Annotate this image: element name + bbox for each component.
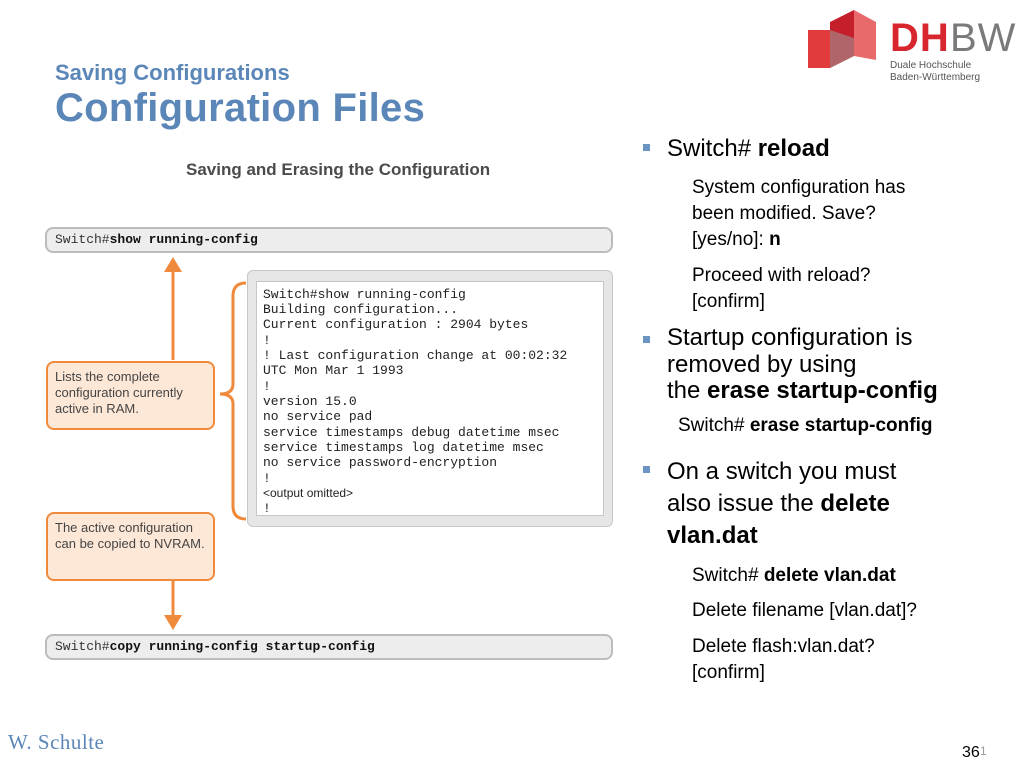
command-bar-copy-running-config: Switch#copy running-config startup-confi… bbox=[45, 634, 613, 660]
page-number-suffix: 1 bbox=[980, 744, 987, 758]
terminal-line: ! bbox=[263, 333, 271, 348]
terminal-line: version 15.0 bbox=[263, 394, 357, 409]
terminal-output: Switch#show running-config Building conf… bbox=[256, 281, 604, 516]
logo-dh-text: DH bbox=[890, 16, 950, 60]
note-copy-to-nvram: The active configuration can be copied t… bbox=[46, 512, 215, 581]
cmd-prompt: Switch# bbox=[55, 232, 110, 247]
bullet-text: the bbox=[667, 377, 708, 404]
reload-line-3: [yes/no]: n bbox=[692, 227, 781, 253]
slide-title: Configuration Files bbox=[55, 86, 426, 130]
terminal-line: ! bbox=[263, 379, 271, 394]
vlan-cmd-bold: delete vlan.dat bbox=[763, 565, 896, 586]
vlan-line-4: Delete filename [vlan.dat]? bbox=[692, 600, 917, 621]
bullet-reload: Switch# reload bbox=[667, 133, 830, 165]
arrow-down-head-icon bbox=[164, 615, 182, 630]
terminal-bracket bbox=[219, 281, 247, 521]
erase-cmd-bold: erase startup-config bbox=[749, 415, 933, 436]
terminal-line: ! bbox=[263, 471, 271, 486]
bullet-square-icon bbox=[643, 144, 650, 151]
bullet-bold: reload bbox=[757, 135, 830, 162]
bullet-bold: delete bbox=[820, 490, 890, 517]
terminal-line: Building configuration... bbox=[263, 302, 459, 317]
terminal-line: service timestamps log datetime msec bbox=[263, 440, 544, 455]
bullet-vlan-line-2: also issue the delete bbox=[667, 488, 890, 520]
reload-line-5: [confirm] bbox=[692, 291, 765, 312]
bullet-erase-line-3: the erase startup-config bbox=[667, 378, 938, 404]
bullet-vlan-line-3: vlan.dat bbox=[667, 520, 758, 552]
bullet-bold: erase startup-config bbox=[707, 377, 938, 404]
bullet-square-icon bbox=[643, 336, 650, 343]
arrow-up-head-icon bbox=[164, 257, 182, 272]
reload-line-1: System configuration has bbox=[692, 177, 906, 198]
reload-line-2: been modified. Save? bbox=[692, 203, 876, 224]
vlan-line-6: [confirm] bbox=[692, 662, 765, 683]
dhbw-logo-mark-icon bbox=[808, 10, 876, 68]
footer-author: W. Schulte bbox=[8, 730, 105, 754]
cmd-command: show running-config bbox=[109, 232, 258, 247]
cmd-prompt: Switch# bbox=[55, 639, 110, 654]
bullet-square-icon bbox=[643, 466, 650, 473]
note-running-config: Lists the complete configuration current… bbox=[46, 361, 215, 430]
erase-cmd-prompt: Switch# bbox=[678, 415, 750, 436]
logo-bw-text: BW bbox=[950, 16, 1017, 60]
reload-line-4: Proceed with reload? bbox=[692, 265, 871, 286]
terminal-line: service timestamps debug datetime msec bbox=[263, 425, 560, 440]
logo-line-1: Duale Hochschule bbox=[890, 60, 972, 71]
bullet-vlan-line-1: On a switch you must bbox=[667, 458, 897, 485]
slide-subtitle: Saving Configurations bbox=[55, 60, 290, 85]
command-bar-show-running-config: Switch#show running-config bbox=[45, 227, 613, 253]
vlan-command-example: Switch# delete vlan.dat bbox=[692, 563, 896, 589]
cmd-command: copy running-config startup-config bbox=[109, 639, 375, 654]
bullet-erase-line-2: removed by using bbox=[667, 351, 857, 378]
terminal-line: no service pad bbox=[263, 409, 373, 424]
terminal-line: UTC Mon Mar 1 1993 bbox=[263, 363, 404, 378]
reload-line-3-bold: n bbox=[769, 229, 781, 250]
vlan-line-5: Delete flash:vlan.dat? bbox=[692, 636, 875, 657]
vlan-cmd-prompt: Switch# bbox=[692, 565, 764, 586]
bullet-text: also issue the bbox=[667, 490, 821, 517]
logo-line-2: Baden-Württemberg bbox=[890, 72, 981, 83]
bullet-text: Switch# bbox=[667, 135, 758, 162]
terminal-line: <output omitted> bbox=[263, 486, 354, 500]
bullet-bold: vlan.dat bbox=[667, 522, 758, 549]
reload-line-3-text: [yes/no]: bbox=[692, 229, 770, 250]
terminal-line: Current configuration : 2904 bytes bbox=[263, 317, 529, 332]
terminal-window: Switch#show running-config Building conf… bbox=[247, 270, 613, 527]
figure-title: Saving and Erasing the Configuration bbox=[186, 160, 491, 179]
terminal-line: ! bbox=[263, 501, 271, 516]
terminal-line: Switch#show running-config bbox=[263, 287, 466, 302]
erase-command-example: Switch# erase startup-config bbox=[678, 413, 932, 439]
page-number: 36 bbox=[962, 744, 980, 761]
bullet-erase-line-1: Startup configuration is bbox=[667, 324, 913, 351]
terminal-line: ! Last configuration change at 00:02:32 bbox=[263, 348, 568, 363]
dhbw-logo: DH BW Duale Hochschule Baden-Württemberg bbox=[800, 8, 1015, 83]
terminal-line: no service password-encryption bbox=[263, 455, 498, 470]
